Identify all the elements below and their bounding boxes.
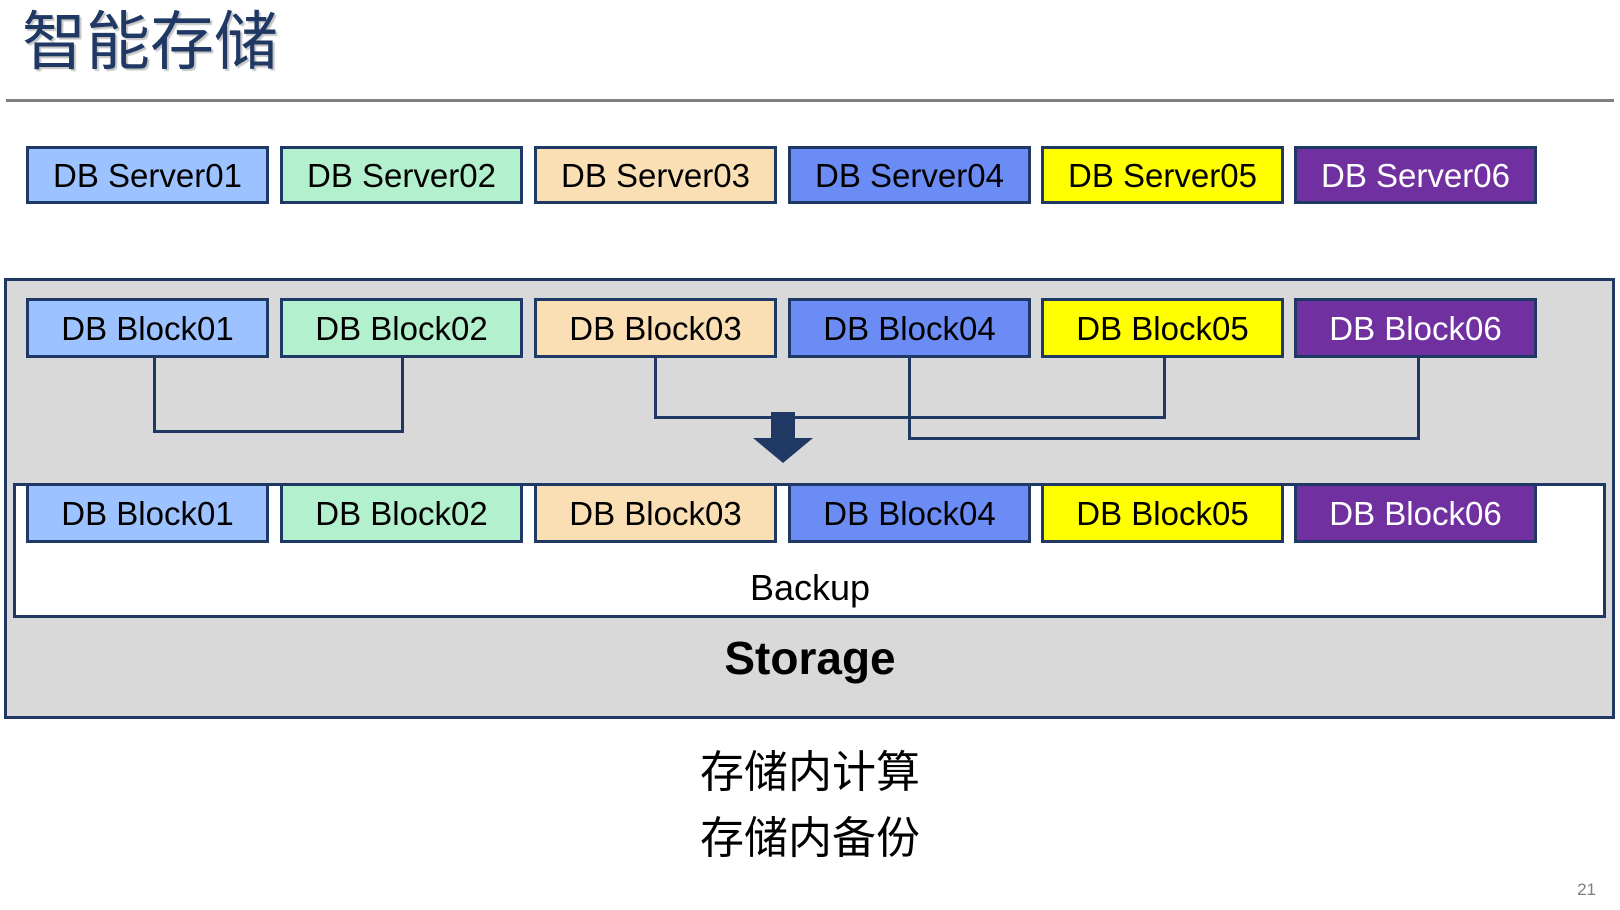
db-block-box-4[interactable]: DB Block04 xyxy=(788,298,1031,358)
connector-block01-block02-left-stem xyxy=(153,358,156,430)
db-server-box-1[interactable]: DB Server01 xyxy=(26,146,269,204)
db-block-box-1[interactable]: DB Block01 xyxy=(26,298,269,358)
connector-block04-block06-right-stem xyxy=(1417,358,1420,437)
page-number: 21 xyxy=(1577,880,1596,899)
db-block-backup-box-5[interactable]: DB Block05 xyxy=(1041,483,1284,543)
backup-label: Backup xyxy=(749,567,871,608)
connector-block01-block02-bar xyxy=(153,430,404,433)
db-block-backup-box-2[interactable]: DB Block02 xyxy=(280,483,523,543)
connector-block04-block06-bar xyxy=(908,437,1420,440)
db-block-box-6[interactable]: DB Block06 xyxy=(1294,298,1537,358)
db-server-box-5[interactable]: DB Server05 xyxy=(1041,146,1284,204)
caption-line-2: 存储内备份 xyxy=(700,814,920,863)
page-title: 智能存储 xyxy=(22,6,278,78)
db-block-box-5[interactable]: DB Block05 xyxy=(1041,298,1284,358)
storage-label: Storage xyxy=(724,632,896,684)
caption-line-1: 存储内计算 xyxy=(700,748,920,797)
db-server-box-2[interactable]: DB Server02 xyxy=(280,146,523,204)
db-server-box-6[interactable]: DB Server06 xyxy=(1294,146,1537,204)
slide-caption: 存储内计算 存储内备份 xyxy=(0,740,1620,872)
db-block-backup-box-3[interactable]: DB Block03 xyxy=(534,483,777,543)
connector-block04-block06-left-stem xyxy=(908,358,911,437)
db-server-box-4[interactable]: DB Server04 xyxy=(788,146,1031,204)
db-block-box-2[interactable]: DB Block02 xyxy=(280,298,523,358)
db-block-backup-box-6[interactable]: DB Block06 xyxy=(1294,483,1537,543)
title-divider xyxy=(6,99,1614,102)
connector-block03-block05-right-stem xyxy=(1163,358,1166,416)
db-block-backup-box-1[interactable]: DB Block01 xyxy=(26,483,269,543)
down-arrow-icon xyxy=(753,412,813,463)
db-server-box-3[interactable]: DB Server03 xyxy=(534,146,777,204)
connector-block03-block05-left-stem xyxy=(654,358,657,416)
db-block-box-3[interactable]: DB Block03 xyxy=(534,298,777,358)
db-block-backup-box-4[interactable]: DB Block04 xyxy=(788,483,1031,543)
connector-block01-block02-right-stem xyxy=(401,358,404,430)
